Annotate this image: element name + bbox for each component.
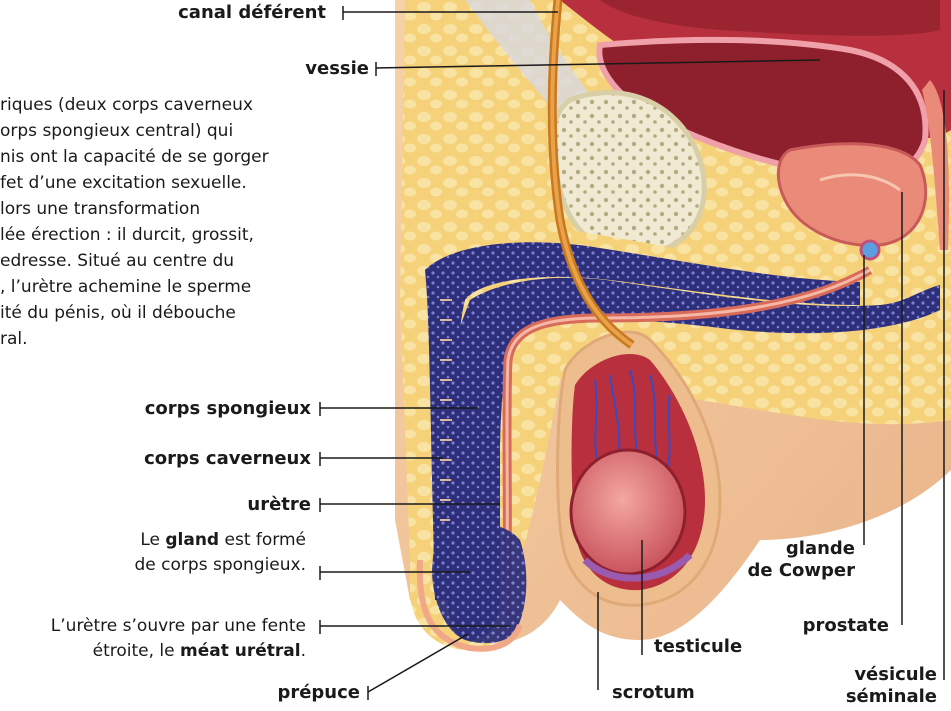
paragraph-line: nis ont la capacité de se gorger bbox=[0, 144, 330, 170]
gland-note-line1: Le gland est formé bbox=[135, 528, 306, 553]
paragraph-line: lée érection : il durcit, grossit, bbox=[0, 222, 330, 248]
paragraph-line: ral. bbox=[0, 326, 330, 352]
paragraph-line: edresse. Situé au centre du bbox=[0, 248, 330, 274]
label-uretre: urètre bbox=[247, 494, 311, 515]
label-testicule: testicule bbox=[654, 636, 742, 657]
paragraph-line: lors une transformation bbox=[0, 196, 330, 222]
label-canal-deferent: canal déférent bbox=[178, 2, 326, 23]
gland-note-line2: de corps spongieux. bbox=[135, 553, 306, 578]
label-glande-cowper: glande de Cowper bbox=[747, 538, 855, 582]
label-vessie: vessie bbox=[305, 58, 369, 79]
paragraph-line: ité du pénis, où il débouche bbox=[0, 300, 330, 326]
label-scrotum: scrotum bbox=[612, 682, 695, 703]
label-vesicule-seminale: vésicule séminale bbox=[846, 664, 937, 708]
gland-note: Le gland est formé de corps spongieux. bbox=[135, 528, 306, 578]
label-corps-caverneux: corps caverneux bbox=[144, 448, 311, 469]
label-corps-spongieux: corps spongieux bbox=[145, 398, 311, 419]
paragraph-line: orps spongieux central) qui bbox=[0, 118, 330, 144]
meat-note-line2: étroite, le méat urétral. bbox=[51, 639, 306, 664]
leader-prepuce bbox=[368, 634, 468, 692]
paragraph-line: riques (deux corps caverneux bbox=[0, 92, 330, 118]
label-glande-line1: glande bbox=[747, 538, 855, 560]
label-vesicule-line1: vésicule bbox=[846, 664, 937, 686]
label-glande-line2: de Cowper bbox=[747, 560, 855, 582]
label-prostate: prostate bbox=[803, 615, 889, 636]
paragraph-line: fet d’une excitation sexuelle. bbox=[0, 170, 330, 196]
paragraph-line: , l’urètre achemine le sperme bbox=[0, 274, 330, 300]
label-prepuce: prépuce bbox=[277, 682, 360, 703]
description-paragraph: riques (deux corps caverneux orps spongi… bbox=[0, 92, 330, 352]
testicle bbox=[571, 450, 685, 574]
meat-note: L’urètre s’ouvre par une fente étroite, … bbox=[51, 614, 306, 664]
meat-note-line1: L’urètre s’ouvre par une fente bbox=[51, 614, 306, 639]
label-vesicule-line2: séminale bbox=[846, 686, 937, 708]
